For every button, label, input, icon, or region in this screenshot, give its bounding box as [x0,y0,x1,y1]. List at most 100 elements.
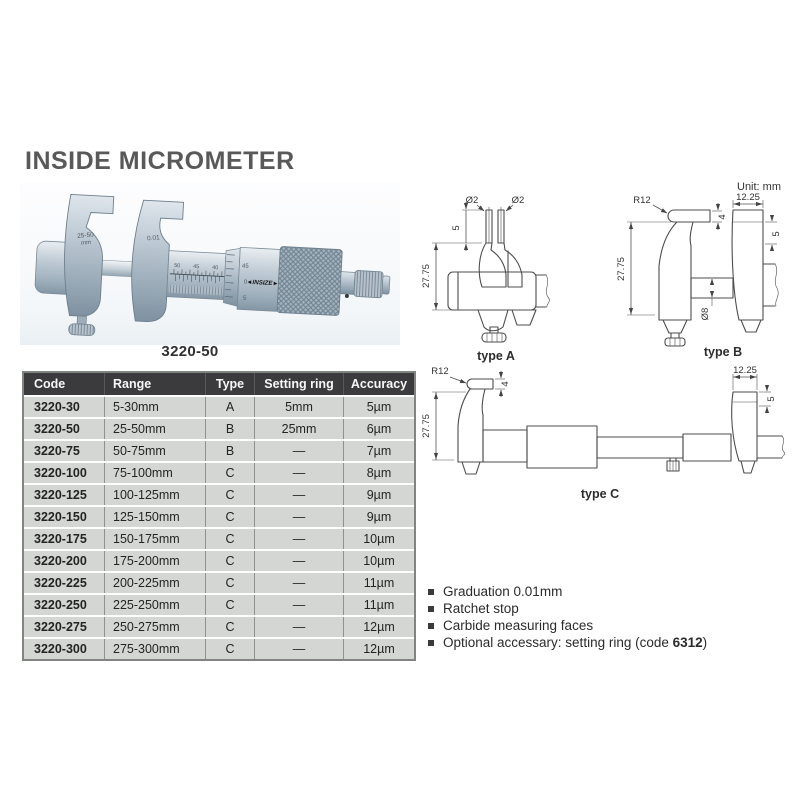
table-cell: C [205,528,255,551]
table-cell: — [254,572,344,595]
table-cell: 8µm [343,462,414,485]
table-cell: 25mm [254,418,344,441]
table-cell: 9µm [343,484,414,507]
thumbscrew [68,323,96,336]
dim-label: 12.25 [736,192,760,203]
table-cell: 3220-225 [24,572,105,595]
sleeve-number: 40 [212,265,218,271]
table-cell: 3220-175 [24,528,105,551]
table-cell: C [205,484,255,507]
table-cell: C [205,506,255,529]
knurled-grip [276,246,343,316]
table-cell: C [205,616,255,639]
table-cell: 75-100mm [104,462,206,485]
left-jaw [64,193,115,317]
feature-text: Optional accessary: setting ring (code 6… [443,635,708,650]
dim-label: 12.25 [733,365,757,376]
column-header: Type [205,373,255,397]
dim-label: Ø2 [466,195,479,206]
table-cell: 250-275mm [104,616,206,639]
table-cell: B [205,440,255,463]
table-cell: 5mm [254,396,344,419]
table-cell: 3220-50 [24,418,105,441]
table-cell: A [205,396,255,419]
table-cell: 225-250mm [104,594,206,617]
table-cell: 11µm [343,594,414,617]
dim-label: 27.75 [616,257,627,281]
table-cell: 10µm [343,550,414,573]
table-cell: 5-30mm [104,396,206,419]
table-cell: 11µm [343,572,414,595]
feature-text: Graduation 0.01mm [443,584,563,599]
table-cell: 6µm [343,418,414,441]
jaw-unit-label: mm [81,240,91,247]
type-c-drawing: R12 4 27.75 12.25 5 type C [421,365,786,501]
table-cell: 100-125mm [104,484,206,507]
product-photo: 25-50 mm 0.01 [20,183,400,345]
table-cell: 12µm [343,616,414,639]
table-cell: — [254,484,344,507]
product-code-caption: 3220-50 [161,343,219,360]
page-title: INSIDE MICROMETER [25,147,295,175]
dim-label: R12 [633,195,650,206]
table-cell: 200-225mm [104,572,206,595]
table-cell: 7µm [343,440,414,463]
table-cell: — [254,550,344,573]
table-cell: 5µm [343,396,414,419]
feature-text: Carbide measuring faces [443,618,594,633]
ratchet-stop [353,270,384,299]
dim-label: 4 [717,214,728,219]
table-cell: C [205,550,255,573]
type-c-dimension-lines [432,371,771,461]
table-cell: 3220-125 [24,484,105,507]
table-cell: 275-300mm [104,638,206,659]
dim-label: Ø8 [700,308,711,321]
table-cell: — [254,616,344,639]
bullet-square-icon [428,622,434,629]
micrometer-illustration: 25-50 mm 0.01 [34,193,391,336]
type-b-dimension-lines [627,200,777,316]
type-a-drawing: Ø2 Ø2 5 27.75 type A [421,195,550,363]
type-a-dimension-lines [432,202,514,311]
thimble-number: 0 [244,280,248,286]
table-cell: 3220-75 [24,440,105,463]
dim-label: 5 [451,225,462,230]
bullet-square-icon [428,588,434,595]
table-cell: 125-150mm [104,506,206,529]
table-cell: C [205,638,255,659]
column-header: Setting ring [254,373,344,397]
dim-label: 4 [500,381,511,386]
right-jaw [131,199,185,322]
type-a-label: type A [477,349,515,363]
feature-item: Ratchet stop [428,601,707,616]
table-cell: B [205,418,255,441]
dim-label: 5 [766,396,777,401]
table-cell: 10µm [343,528,414,551]
jaw-graduation-label: 0.01 [147,234,161,242]
table-cell: — [254,594,344,617]
dim-label: 27.75 [421,264,432,288]
bullet-square-icon [428,639,434,646]
table-cell: — [254,462,344,485]
unit-label: Unit: mm [737,181,781,193]
table-cell: 50-75mm [104,440,206,463]
type-b-drawing: R12 4 12.25 5 27.75 Ø8 type B [616,192,782,359]
column-header: Code [24,373,105,397]
table-cell: 175-200mm [104,550,206,573]
insize-logo: ◄INSIZE► [246,279,279,288]
feature-text: Ratchet stop [443,601,519,616]
thimble-number: 5 [243,296,247,302]
table-cell: — [254,506,344,529]
